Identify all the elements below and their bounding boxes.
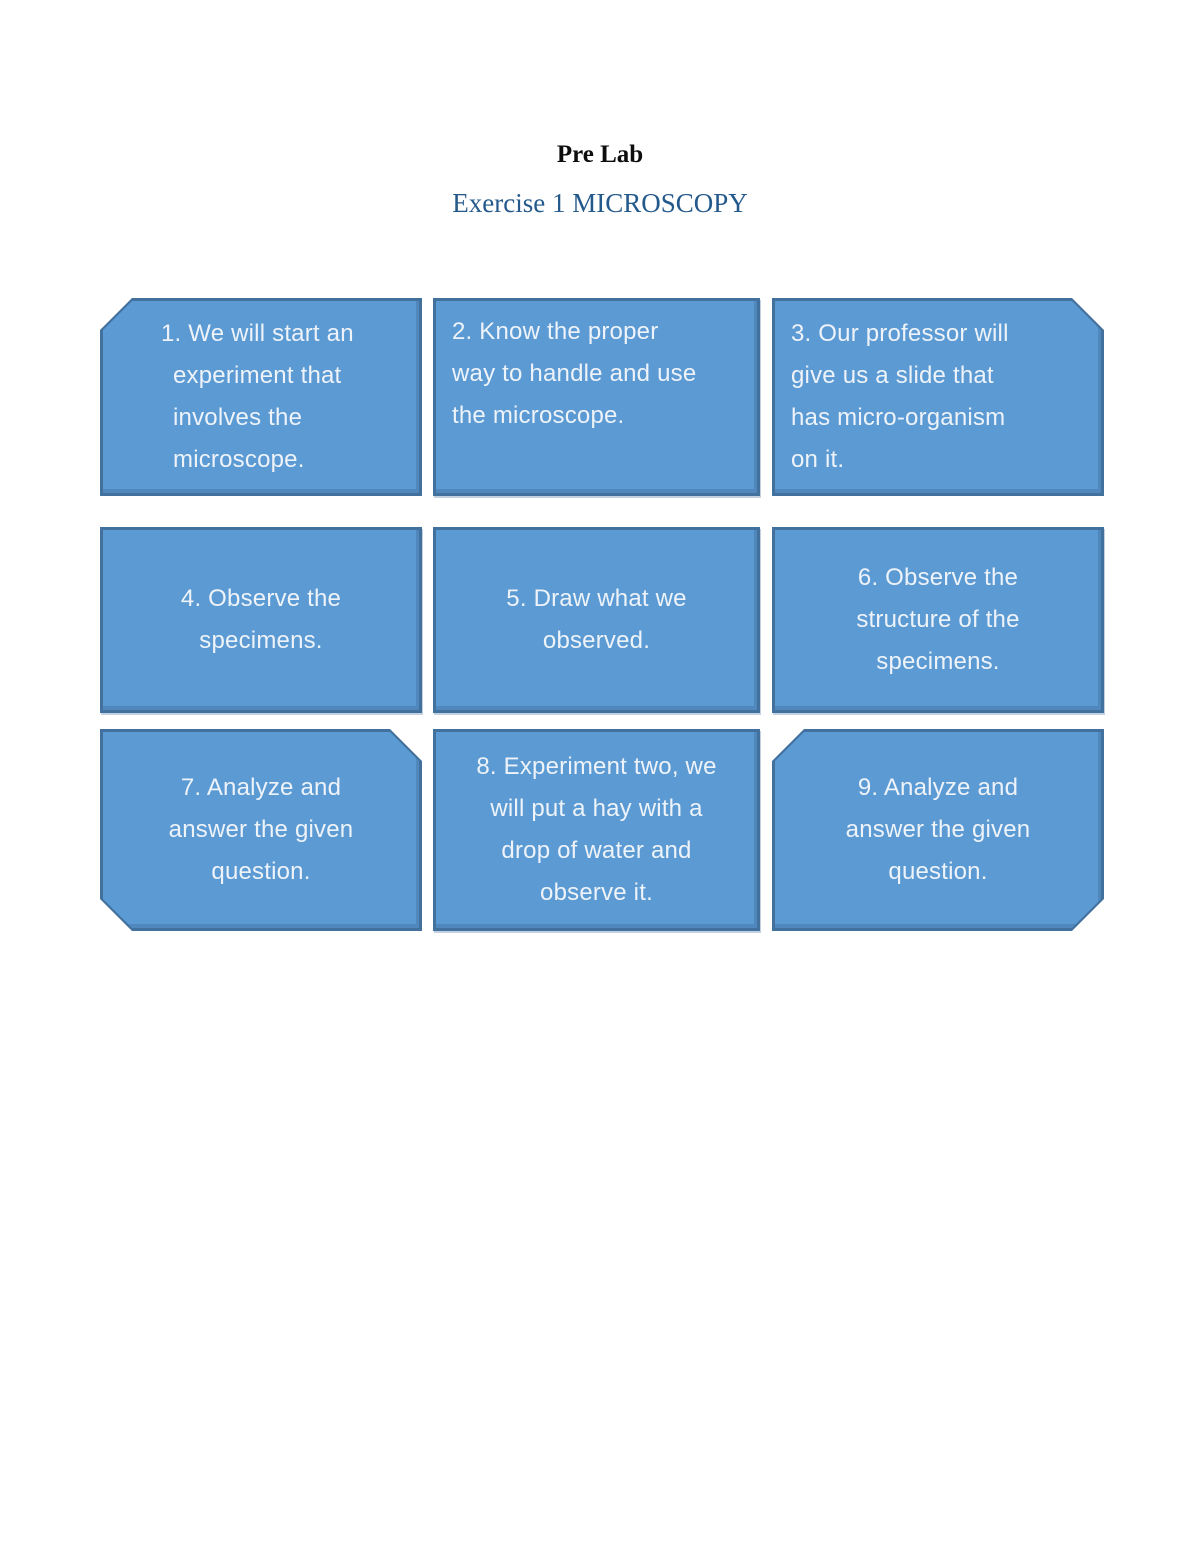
process-box-1: 1. We will start an experiment that invo…	[100, 298, 422, 496]
process-box-5-text: 5. Draw what we observed.	[506, 585, 687, 654]
process-box-8: 8. Experiment two, we will put a hay wit…	[433, 729, 760, 931]
page-subtitle: Exercise 1 MICROSCOPY	[452, 188, 748, 218]
process-box-1-text: 1. We will start an experiment that invo…	[161, 320, 354, 473]
process-box-9-text: 9. Analyze and answer the given question…	[845, 774, 1031, 885]
process-box-4-fill: 4. Observe the specimens.	[103, 530, 419, 710]
process-box-3: 3. Our professor will give us a slide th…	[772, 298, 1104, 496]
process-box-2-text: 2. Know the proper way to handle and use…	[452, 318, 697, 429]
process-box-5-fill: 5. Draw what we observed.	[436, 530, 757, 710]
process-box-1-fill: 1. We will start an experiment that invo…	[103, 301, 419, 493]
process-box-7-text: 7. Analyze and answer the given question…	[168, 774, 354, 885]
process-box-7-fill: 7. Analyze and answer the given question…	[103, 732, 419, 928]
process-box-8-fill: 8. Experiment two, we will put a hay wit…	[436, 732, 757, 928]
process-box-5: 5. Draw what we observed.	[433, 527, 760, 713]
process-box-8-text: 8. Experiment two, we will put a hay wit…	[476, 753, 717, 906]
process-box-9: 9. Analyze and answer the given question…	[772, 729, 1104, 931]
process-box-4-text: 4. Observe the specimens.	[180, 585, 342, 654]
process-box-6-fill: 6. Observe the structure of the specimen…	[775, 530, 1101, 710]
process-box-6: 6. Observe the structure of the specimen…	[772, 527, 1104, 713]
process-box-2: 2. Know the proper way to handle and use…	[433, 298, 760, 496]
process-box-4: 4. Observe the specimens.	[100, 527, 422, 713]
process-box-3-fill: 3. Our professor will give us a slide th…	[775, 301, 1101, 493]
process-box-3-text: 3. Our professor will give us a slide th…	[791, 320, 1009, 473]
process-box-2-fill: 2. Know the proper way to handle and use…	[436, 301, 757, 493]
process-grid: 1. We will start an experiment that invo…	[100, 298, 1105, 931]
process-box-9-fill: 9. Analyze and answer the given question…	[775, 732, 1101, 928]
process-box-7: 7. Analyze and answer the given question…	[100, 729, 422, 931]
page-title: Pre Lab	[556, 141, 644, 168]
process-box-6-text: 6. Observe the structure of the specimen…	[856, 564, 1020, 675]
